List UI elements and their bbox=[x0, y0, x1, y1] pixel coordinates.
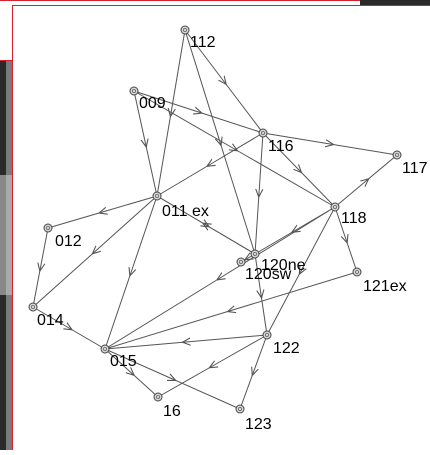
node-label-117: 117 bbox=[402, 160, 428, 177]
node-label-121ex: 121ex bbox=[363, 278, 407, 295]
node-label-011ex: 011 ex bbox=[162, 203, 209, 220]
node-label-015: 015 bbox=[110, 353, 137, 370]
node-label-16: 16 bbox=[163, 403, 181, 420]
node-117[interactable] bbox=[393, 151, 401, 159]
node-marker-123[interactable] bbox=[236, 405, 244, 413]
node-marker-112[interactable] bbox=[181, 26, 189, 34]
node-116[interactable] bbox=[259, 129, 267, 137]
node-label-118: 118 bbox=[341, 210, 367, 227]
node-012[interactable] bbox=[44, 224, 52, 232]
node-marker-121ex[interactable] bbox=[353, 268, 361, 276]
node-16[interactable] bbox=[154, 393, 162, 401]
node-015[interactable] bbox=[101, 345, 109, 353]
node-marker-16[interactable] bbox=[154, 393, 162, 401]
node-label-112: 112 bbox=[190, 34, 216, 51]
node-marker-120ne[interactable] bbox=[251, 250, 259, 258]
node-marker-122[interactable] bbox=[263, 331, 271, 339]
node-120sw[interactable] bbox=[237, 258, 245, 266]
node-label-014: 014 bbox=[37, 312, 64, 329]
node-marker-014[interactable] bbox=[29, 303, 37, 311]
node-label-009: 009 bbox=[139, 95, 166, 112]
node-014[interactable] bbox=[29, 303, 37, 311]
node-label-116: 116 bbox=[268, 138, 294, 155]
node-label-123: 123 bbox=[245, 416, 272, 433]
node-118[interactable] bbox=[331, 203, 339, 211]
node-marker-012[interactable] bbox=[44, 224, 52, 232]
node-121ex[interactable] bbox=[353, 268, 361, 276]
node-009[interactable] bbox=[130, 87, 138, 95]
node-label-120sw: 120sw bbox=[245, 266, 292, 283]
node-123[interactable] bbox=[236, 405, 244, 413]
diagram-panel bbox=[13, 6, 430, 451]
node-122[interactable] bbox=[263, 331, 271, 339]
node-011ex[interactable] bbox=[153, 192, 161, 200]
node-marker-120sw[interactable] bbox=[237, 258, 245, 266]
node-marker-118[interactable] bbox=[331, 203, 339, 211]
node-marker-011ex[interactable] bbox=[153, 192, 161, 200]
node-label-012: 012 bbox=[55, 233, 82, 250]
node-marker-117[interactable] bbox=[393, 151, 401, 159]
photo-strip-top-right bbox=[360, 0, 430, 5]
node-label-122: 122 bbox=[273, 340, 300, 357]
node-marker-015[interactable] bbox=[101, 345, 109, 353]
node-112[interactable] bbox=[181, 26, 189, 34]
node-120ne[interactable] bbox=[251, 250, 259, 258]
photo-strip-left-light bbox=[0, 175, 13, 295]
node-marker-009[interactable] bbox=[130, 87, 138, 95]
node-marker-116[interactable] bbox=[259, 129, 267, 137]
